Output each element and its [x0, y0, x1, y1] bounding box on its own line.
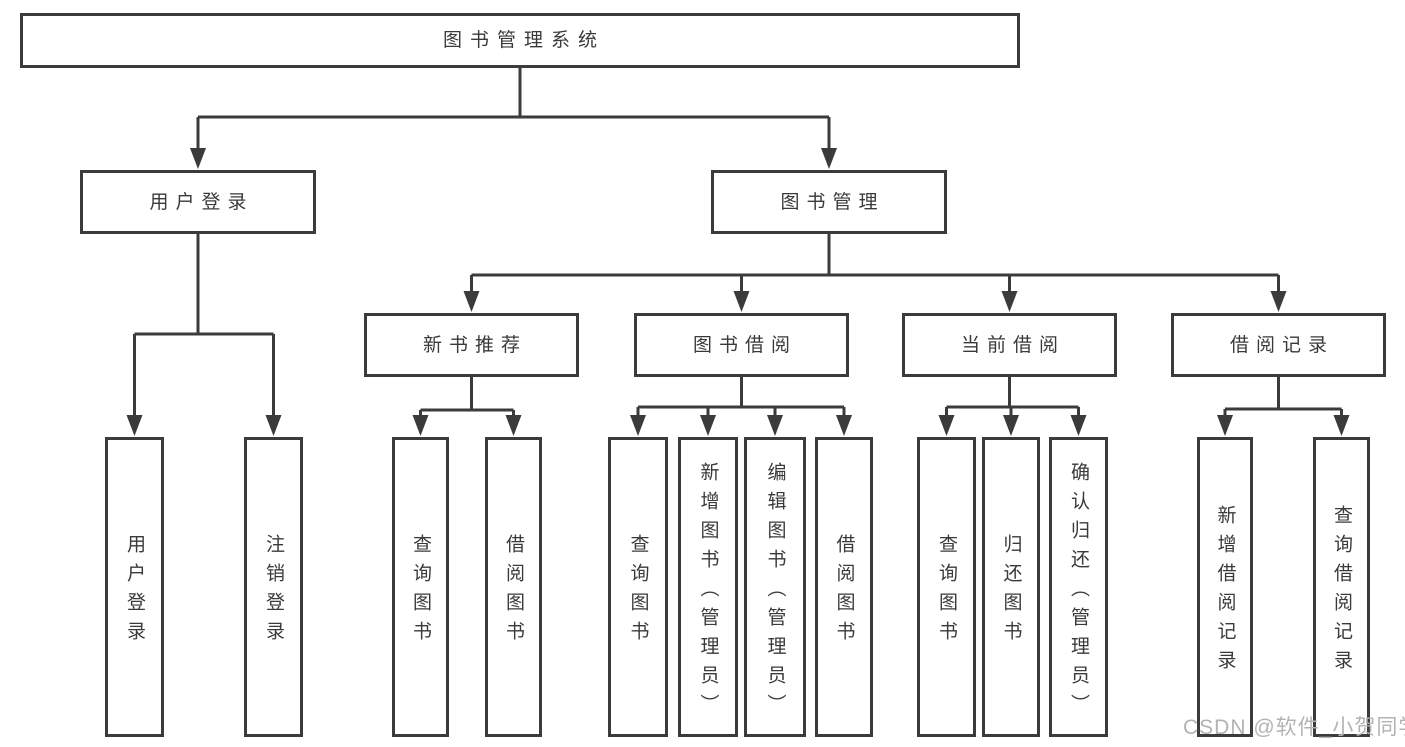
leaf-node-label: 用户登录 — [124, 534, 145, 650]
leaf-node-label: 借阅图书 — [503, 534, 524, 650]
leaf-node-borrow-books-2: 借阅图书 — [815, 437, 873, 737]
branch-node-book-borrow: 图书借阅 — [634, 313, 849, 377]
watermark: CSDN @软件_小贺同学 — [1183, 716, 1405, 739]
branch-node-label: 借阅记录 — [1229, 334, 1334, 356]
leaf-node-label: 编辑图书（管理员） — [764, 461, 786, 723]
branch-node-label: 图书管理 — [780, 191, 885, 213]
root-node-label: 图书管理系统 — [442, 30, 605, 51]
leaf-node-label: 新增图书（管理员） — [697, 461, 719, 723]
leaf-node-label: 确认归还（管理员） — [1068, 461, 1089, 723]
leaf-node-query-books-1: 查询图书 — [392, 437, 449, 737]
leaf-node-label: 查询图书 — [627, 534, 649, 650]
branch-node-label: 用户登录 — [149, 191, 254, 213]
branch-node-book-management: 图书管理 — [711, 170, 947, 234]
branch-node-label: 图书借阅 — [692, 334, 797, 356]
leaf-node-label: 新增借阅记录 — [1214, 505, 1236, 679]
leaf-node-label: 归还图书 — [1000, 534, 1022, 650]
leaf-node-label: 查询图书 — [936, 534, 957, 650]
leaf-node-logout: 注销登录 — [244, 437, 303, 737]
leaf-node-label: 借阅图书 — [833, 534, 855, 650]
arrowheads — [126, 148, 1350, 436]
leaf-node-add-borrow-record: 新增借阅记录 — [1197, 437, 1253, 737]
leaf-node-user-login: 用户登录 — [105, 437, 164, 737]
leaf-node-query-books-2: 查询图书 — [608, 437, 668, 737]
leaf-node-confirm-return-admin: 确认归还（管理员） — [1049, 437, 1108, 737]
root-node-library-system: 图书管理系统 — [20, 13, 1020, 68]
branch-node-label: 当前借阅 — [960, 334, 1065, 356]
leaf-node-query-borrow-record: 查询借阅记录 — [1313, 437, 1370, 737]
leaf-node-query-books-3: 查询图书 — [917, 437, 976, 737]
leaf-node-label: 注销登录 — [263, 534, 284, 650]
branch-node-user-login: 用户登录 — [80, 170, 316, 234]
leaf-node-return-book: 归还图书 — [982, 437, 1040, 737]
leaf-node-edit-book-admin: 编辑图书（管理员） — [744, 437, 806, 737]
branch-node-new-book-recommend: 新书推荐 — [364, 313, 579, 377]
leaf-node-borrow-books-1: 借阅图书 — [485, 437, 542, 737]
branch-node-borrow-records: 借阅记录 — [1171, 313, 1386, 377]
leaf-node-label: 查询借阅记录 — [1331, 505, 1352, 679]
branch-node-current-borrow: 当前借阅 — [902, 313, 1117, 377]
branch-node-label: 新书推荐 — [422, 334, 527, 356]
leaf-node-add-book-admin: 新增图书（管理员） — [678, 437, 738, 737]
leaf-node-label: 查询图书 — [410, 534, 431, 650]
